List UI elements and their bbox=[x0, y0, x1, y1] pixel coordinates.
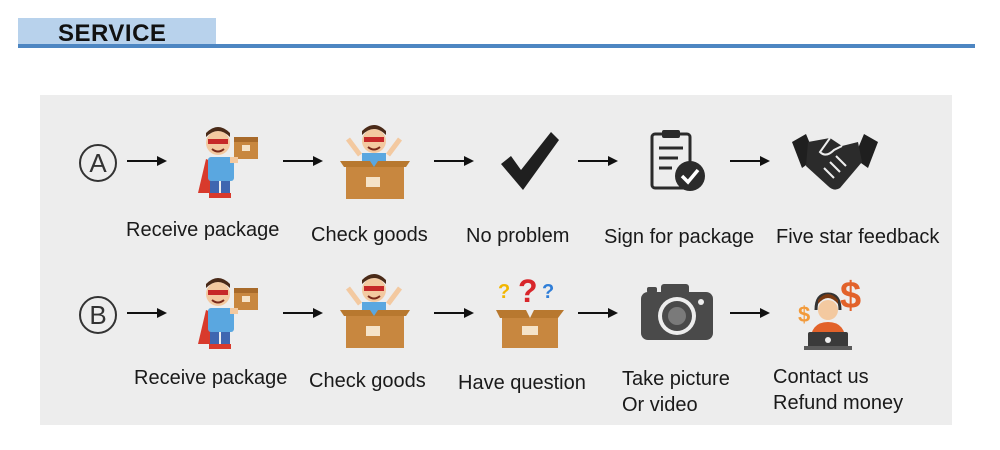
signed-clipboard-icon bbox=[650, 130, 705, 191]
step-label: Receive package bbox=[126, 219, 280, 241]
step-label-line2: Or video bbox=[622, 394, 698, 416]
row-a-marker: A bbox=[79, 144, 117, 182]
arrow-icon bbox=[730, 308, 770, 318]
row-b-marker: B bbox=[79, 296, 117, 334]
svg-text:?: ? bbox=[518, 274, 538, 309]
arrow-icon bbox=[127, 156, 167, 166]
step-label: Sign for package bbox=[604, 226, 755, 248]
arrow-icon bbox=[578, 308, 618, 318]
step-label-line2: Refund money bbox=[773, 392, 904, 414]
camera-icon bbox=[641, 284, 713, 340]
hero-with-package-icon bbox=[198, 127, 258, 198]
svg-text:?: ? bbox=[498, 281, 510, 303]
step-label: Have question bbox=[458, 372, 586, 394]
page-title: SERVICE bbox=[58, 20, 167, 47]
header-underline bbox=[18, 44, 975, 48]
arrow-icon bbox=[283, 156, 323, 166]
step-label: Check goods bbox=[311, 224, 428, 246]
handshake-icon bbox=[792, 134, 878, 190]
arrow-icon bbox=[434, 308, 474, 318]
support-agent-icon: $ $ bbox=[798, 275, 861, 350]
hero-in-box-icon bbox=[340, 274, 410, 348]
question-box-icon: ? ? ? bbox=[496, 274, 564, 348]
step-label: Check goods bbox=[309, 370, 426, 392]
svg-text:$: $ bbox=[840, 275, 861, 317]
step-label-line1: Take picture bbox=[622, 368, 730, 390]
arrow-icon bbox=[127, 308, 167, 318]
arrow-icon bbox=[730, 156, 770, 166]
step-label-line1: Contact us bbox=[773, 366, 869, 388]
step-label: Five star feedback bbox=[776, 226, 940, 248]
arrow-icon bbox=[578, 156, 618, 166]
svg-text:?: ? bbox=[542, 281, 554, 303]
svg-text:$: $ bbox=[798, 302, 810, 327]
header-tab bbox=[18, 18, 216, 46]
arrow-icon bbox=[434, 156, 474, 166]
arrow-icon bbox=[283, 308, 323, 318]
step-label: Receive package bbox=[134, 367, 288, 389]
step-label: No problem bbox=[466, 225, 570, 247]
hero-in-box-icon bbox=[340, 125, 410, 199]
checkmark-icon bbox=[501, 132, 559, 190]
hero-with-package-icon bbox=[198, 278, 258, 349]
